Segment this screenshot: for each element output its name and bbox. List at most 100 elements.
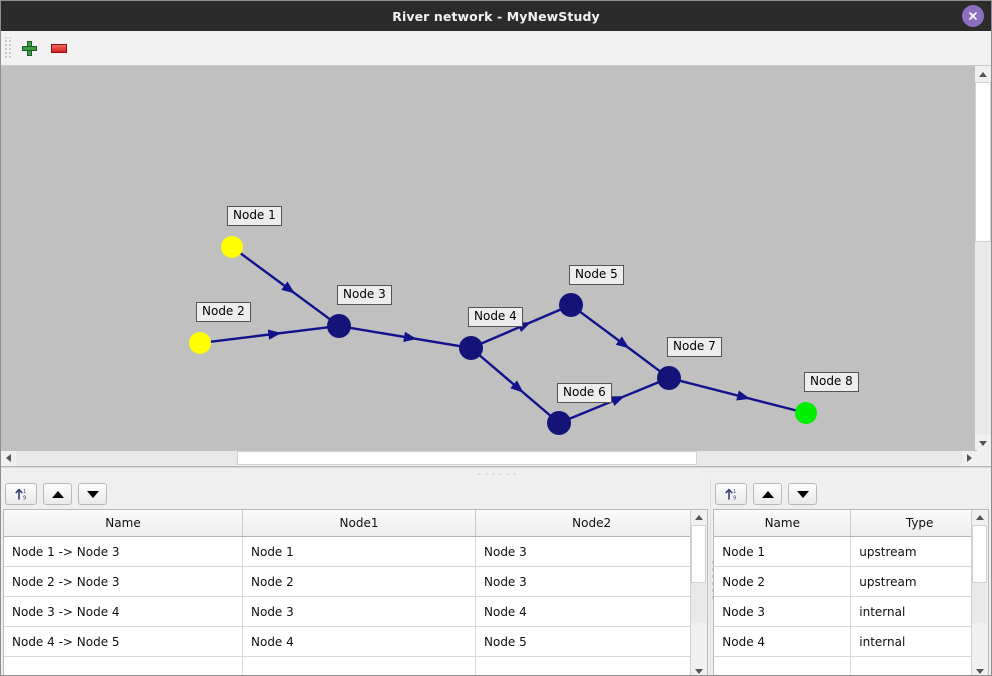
graph-edge-arrow (615, 336, 630, 349)
branches-scroll-down-button[interactable] (691, 664, 707, 675)
graph-node[interactable] (459, 336, 483, 360)
close-icon[interactable] (962, 5, 984, 27)
table-cell[interactable]: internal (850, 626, 988, 657)
nodes-sort-button[interactable]: 1 9 (715, 483, 748, 505)
branches-scroll-up-button[interactable] (691, 510, 707, 525)
table-cell[interactable]: Node 3 (714, 596, 852, 627)
nodes-move-down-button[interactable] (788, 483, 818, 505)
table-cell[interactable]: Node 2 -> Node 3 (4, 566, 243, 597)
graph-node[interactable] (559, 293, 583, 317)
toolbar-grip[interactable] (4, 37, 12, 59)
chevron-up-icon (975, 515, 984, 520)
add-element-button[interactable] (16, 35, 42, 61)
branches-scroll-thumb[interactable] (691, 525, 707, 583)
graph-node-label[interactable]: Node 7 (667, 337, 722, 357)
table-cell[interactable]: Node 1 (242, 536, 476, 567)
table-cell[interactable]: Node 1 (714, 536, 852, 567)
canvas-vscroll-thumb[interactable] (975, 82, 991, 242)
column-header[interactable]: Node2 (475, 510, 708, 537)
column-header[interactable]: Node1 (242, 510, 476, 537)
table-row[interactable] (4, 656, 708, 675)
graph-node[interactable] (189, 332, 211, 354)
chevron-right-icon (967, 454, 972, 462)
remove-element-button[interactable] (46, 35, 72, 61)
graph-node-label[interactable]: Node 3 (337, 285, 392, 305)
network-graph[interactable]: Node 1 Node 2 Node 3 Node 4 Node 5 Node 6 Node… (1, 66, 977, 451)
table-cell[interactable]: Node 5 (475, 626, 708, 657)
table-cell[interactable]: Node 1 -> Node 3 (4, 536, 243, 567)
branches-table-scrollbar[interactable] (690, 510, 708, 675)
horizontal-splitter[interactable] (1, 467, 991, 479)
table-cell[interactable]: Node 2 (714, 566, 852, 597)
table-cell[interactable]: Node 4 (475, 596, 708, 627)
nodes-scroll-up-button[interactable] (972, 510, 987, 525)
graph-node[interactable] (795, 402, 817, 424)
arrow-down-icon (86, 490, 99, 498)
table-cell[interactable] (850, 656, 988, 675)
nodes-scroll-thumb[interactable] (972, 525, 987, 583)
nodes-scroll-down-button[interactable] (972, 664, 987, 675)
table-cell[interactable]: Node 4 (714, 626, 852, 657)
table-cell[interactable]: upstream (850, 566, 988, 597)
nodes-move-up-button[interactable] (753, 483, 783, 505)
graph-node[interactable] (657, 366, 681, 390)
canvas-horizontal-scrollbar[interactable] (1, 450, 977, 466)
table-cell[interactable]: upstream (850, 536, 988, 567)
branches-move-up-button[interactable] (43, 483, 72, 505)
chevron-down-icon (979, 440, 987, 446)
table-cell[interactable]: Node 3 (242, 596, 476, 627)
canvas-hscroll-thumb[interactable] (237, 451, 697, 465)
graph-node-label[interactable]: Node 8 (804, 372, 859, 392)
table-cell[interactable] (475, 656, 708, 675)
table-cell[interactable] (242, 656, 476, 675)
graph-node-label[interactable]: Node 1 (227, 206, 282, 226)
column-header[interactable]: Name (4, 510, 243, 537)
graph-node-label[interactable]: Node 6 (557, 383, 612, 403)
minus-icon (51, 43, 67, 53)
branches-sort-button[interactable]: 1 9 (5, 483, 37, 505)
column-header[interactable]: Name (714, 510, 852, 537)
table-cell[interactable]: Node 4 (242, 626, 476, 657)
canvas-vertical-scrollbar[interactable] (974, 66, 991, 451)
scroll-up-button[interactable] (975, 66, 991, 82)
branches-move-down-button[interactable] (78, 483, 107, 505)
sort-icon: 1 9 (725, 488, 736, 501)
table-cell[interactable]: Node 3 (475, 536, 708, 567)
nodes-toolbar: 1 9 (711, 479, 991, 509)
table-row[interactable] (714, 656, 988, 675)
table-cell[interactable]: Node 3 (475, 566, 708, 597)
graph-node-label[interactable]: Node 5 (569, 265, 624, 285)
table-cell[interactable]: Node 4 -> Node 5 (4, 626, 243, 657)
window-title: River network - MyNewStudy (392, 8, 600, 24)
graph-node-label[interactable]: Node 4 (468, 307, 523, 327)
table-cell[interactable]: internal (850, 596, 988, 627)
table-cell[interactable] (714, 656, 852, 675)
column-header[interactable]: Type (850, 510, 988, 537)
chevron-up-icon (979, 71, 987, 77)
table-cell[interactable] (4, 656, 243, 675)
graph-node[interactable] (547, 411, 571, 435)
graph-node[interactable] (327, 314, 351, 338)
scroll-left-button[interactable] (1, 451, 16, 465)
nodes-table-scrollbar[interactable] (971, 510, 988, 675)
table-cell[interactable]: Node 2 (242, 566, 476, 597)
graph-node-label[interactable]: Node 2 (196, 302, 251, 322)
plus-icon (21, 40, 37, 56)
scroll-right-button[interactable] (962, 451, 977, 465)
scroll-down-button[interactable] (975, 435, 991, 451)
table-cell[interactable]: Node 3 -> Node 4 (4, 596, 243, 627)
graph-node[interactable] (221, 236, 243, 258)
